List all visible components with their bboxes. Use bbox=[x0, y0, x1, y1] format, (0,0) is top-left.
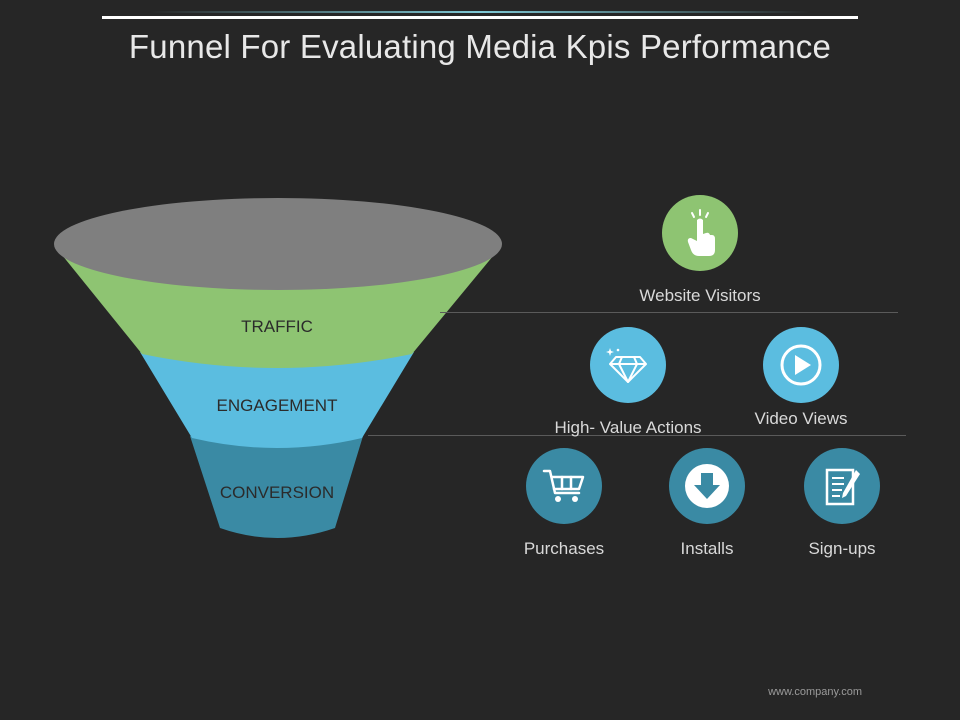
kpi-installs: Installs bbox=[617, 448, 797, 559]
stage-label-traffic: TRAFFIC bbox=[241, 317, 313, 336]
divider-engagement bbox=[368, 435, 906, 436]
kpi-label: Installs bbox=[680, 539, 734, 558]
kpi-label: Video Views bbox=[754, 409, 848, 428]
stage-label-engagement: ENGAGEMENT bbox=[216, 396, 338, 415]
kpi-video-views: Video Views bbox=[711, 327, 891, 429]
diamond-icon bbox=[590, 327, 666, 403]
divider-traffic bbox=[440, 312, 898, 313]
download-icon bbox=[669, 448, 745, 524]
shopping-cart-icon bbox=[526, 448, 602, 524]
funnel-stage-engagement bbox=[140, 352, 414, 448]
pointing-hand-icon bbox=[662, 195, 738, 271]
stage-label-conversion: CONVERSION bbox=[219, 483, 335, 502]
play-icon bbox=[763, 327, 839, 403]
footer-url: www.company.com bbox=[768, 686, 862, 698]
top-rule bbox=[102, 16, 858, 19]
notepad-pen-icon bbox=[804, 448, 880, 524]
top-accent-line bbox=[150, 11, 810, 13]
kpi-label: Purchases bbox=[523, 539, 605, 558]
funnel-stage-conversion bbox=[190, 436, 363, 538]
kpi-purchases: Purchases bbox=[474, 448, 654, 559]
kpi-label: Sign-ups bbox=[808, 539, 876, 558]
kpi-website-visitors: Website Visitors bbox=[610, 195, 790, 306]
funnel-rim bbox=[54, 198, 502, 290]
slide-title: Funnel For Evaluating Media Kpis Perform… bbox=[128, 28, 832, 65]
kpi-label: Website Visitors bbox=[639, 286, 761, 305]
kpi-sign-ups: Sign-ups bbox=[752, 448, 932, 559]
kpi-high-value-actions: High- Value Actions bbox=[538, 327, 718, 438]
kpi-label: High- Value Actions bbox=[554, 418, 702, 437]
